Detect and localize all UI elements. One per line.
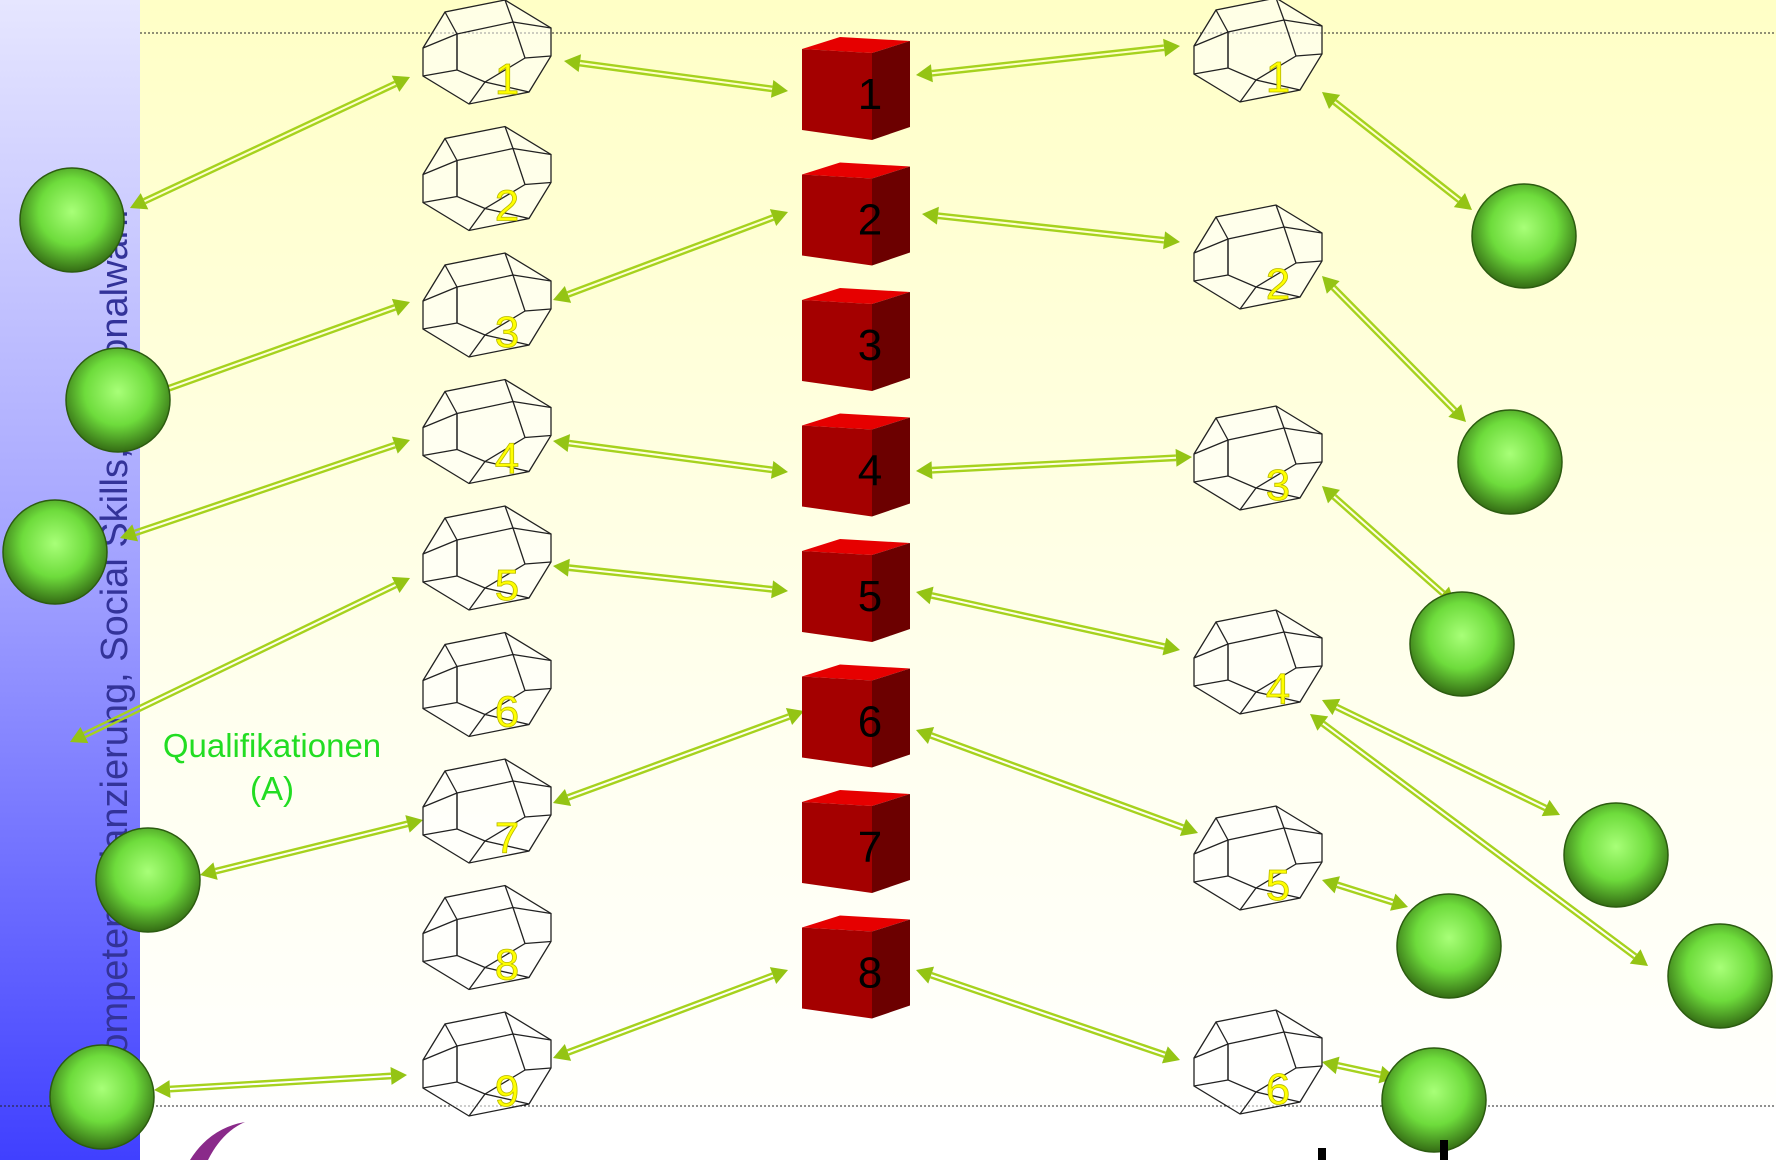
double-arrow-9 <box>553 434 788 479</box>
double-arrow-13 <box>553 558 788 599</box>
center-cube-2-number: 2 <box>858 196 882 245</box>
green-sphere-12 <box>1381 1047 1487 1153</box>
sidebar-vertical-title: Kompetenzbilanzierung, Social Skills, Pe… <box>94 197 136 1080</box>
double-arrow-19 <box>1310 714 1648 966</box>
left-crystal-4-number: 4 <box>495 435 519 484</box>
center-cube-3-number: 3 <box>858 321 882 370</box>
left-crystal-8: 8 <box>422 884 552 991</box>
double-arrow-3 <box>916 38 1180 83</box>
center-cube-8: 8 <box>802 915 910 1019</box>
double-arrow-10 <box>916 448 1192 480</box>
double-arrow-23 <box>916 966 1180 1064</box>
center-cube-4: 4 <box>802 413 910 517</box>
green-sphere-4 <box>95 827 201 933</box>
double-arrow-20 <box>200 815 423 880</box>
right-crystal-4-number: 4 <box>1266 665 1290 714</box>
center-cube-6: 6 <box>802 664 910 768</box>
green-sphere-8 <box>1409 591 1515 697</box>
left-crystal-1-number: 1 <box>495 55 519 104</box>
double-arrow-12 <box>120 436 410 542</box>
double-arrow-15 <box>70 576 410 744</box>
center-cube-1: 1 <box>802 37 910 140</box>
center-cube-7: 7 <box>802 790 910 893</box>
double-arrow-14 <box>916 586 1180 656</box>
right-crystal-3-number: 3 <box>1266 461 1290 510</box>
double-arrow-16 <box>553 708 804 806</box>
left-crystal-3-number: 3 <box>495 308 519 357</box>
right-crystal-1-number: 1 <box>1266 53 1290 102</box>
right-crystal-4: 4 <box>1193 609 1323 715</box>
footer-logo-bar <box>1318 1148 1326 1160</box>
green-sphere-5 <box>49 1044 155 1150</box>
left-crystal-1: 1 <box>422 0 552 105</box>
qualifications-label: Qualifikationen <box>163 727 381 764</box>
right-crystal-5-number: 5 <box>1266 861 1290 910</box>
center-cube-1-number: 1 <box>858 70 882 119</box>
center-cube-3: 3 <box>802 288 910 391</box>
center-cube-5-number: 5 <box>858 572 882 621</box>
double-arrow-6 <box>922 206 1180 250</box>
arrow-layer <box>70 38 1648 1099</box>
right-crystal-2: 2 <box>1193 204 1323 310</box>
cube-column: 1 2 3 4 5 6 7 8 <box>802 37 910 1019</box>
left-crystal-6: 6 <box>422 631 552 738</box>
left-crystal-8-number: 8 <box>495 941 519 990</box>
right-crystal-6: 6 <box>1193 1009 1323 1115</box>
green-sphere-2 <box>65 347 171 453</box>
left-crystal-6-number: 6 <box>495 688 519 737</box>
right-crystal-5: 5 <box>1193 805 1323 911</box>
double-arrow-17 <box>916 727 1198 836</box>
left-crystal-5: 5 <box>422 505 552 611</box>
footer-area <box>140 1107 1776 1160</box>
center-cube-4-number: 4 <box>858 447 882 496</box>
left-crystal-5-number: 5 <box>495 561 519 610</box>
left-crystal-4: 4 <box>422 378 552 485</box>
green-sphere-6 <box>1471 183 1577 289</box>
double-arrow-2 <box>564 54 788 98</box>
right-crystal-2-number: 2 <box>1266 260 1290 309</box>
green-sphere-3 <box>2 499 108 605</box>
right-crystal-6-number: 6 <box>1266 1065 1290 1114</box>
left-crystal-9: 9 <box>422 1011 552 1117</box>
double-arrow-1 <box>130 75 410 210</box>
right-crystal-column: 1 2 3 4 5 6 <box>1193 0 1323 1115</box>
green-sphere-7 <box>1457 409 1563 515</box>
center-cube-8-number: 8 <box>858 949 882 998</box>
left-crystal-2-number: 2 <box>495 182 519 231</box>
center-cube-5: 5 <box>802 539 910 642</box>
left-crystal-7-number: 7 <box>495 814 519 863</box>
double-arrow-24 <box>154 1066 407 1099</box>
green-sphere-1 <box>19 167 125 273</box>
double-arrow-7 <box>1322 276 1466 422</box>
center-cube-2: 2 <box>802 162 910 266</box>
qualifications-label-sub: (A) <box>250 770 294 807</box>
green-sphere-9 <box>1563 802 1669 908</box>
left-crystal-column: 1 2 3 4 5 6 7 8 9 <box>422 0 552 1117</box>
green-sphere-11 <box>1667 923 1773 1029</box>
left-crystal-2: 2 <box>422 125 552 232</box>
double-arrow-5 <box>553 209 788 303</box>
center-cube-6-number: 6 <box>858 698 882 747</box>
right-crystal-1: 1 <box>1193 0 1323 103</box>
left-crystal-9-number: 9 <box>495 1067 519 1116</box>
right-crystal-3: 3 <box>1193 405 1323 511</box>
green-sphere-10 <box>1396 893 1502 999</box>
double-arrow-4 <box>1322 92 1472 210</box>
left-crystal-7: 7 <box>422 758 552 864</box>
footer-logo-bar-2 <box>1440 1140 1448 1160</box>
sphere-layer <box>2 167 1773 1153</box>
center-cube-7-number: 7 <box>858 823 882 872</box>
left-crystal-3: 3 <box>422 252 552 358</box>
double-arrow-22 <box>553 967 788 1061</box>
double-arrow-21 <box>1322 876 1408 911</box>
footer-logo-mark <box>190 1122 245 1160</box>
double-arrow-18 <box>1322 698 1560 817</box>
